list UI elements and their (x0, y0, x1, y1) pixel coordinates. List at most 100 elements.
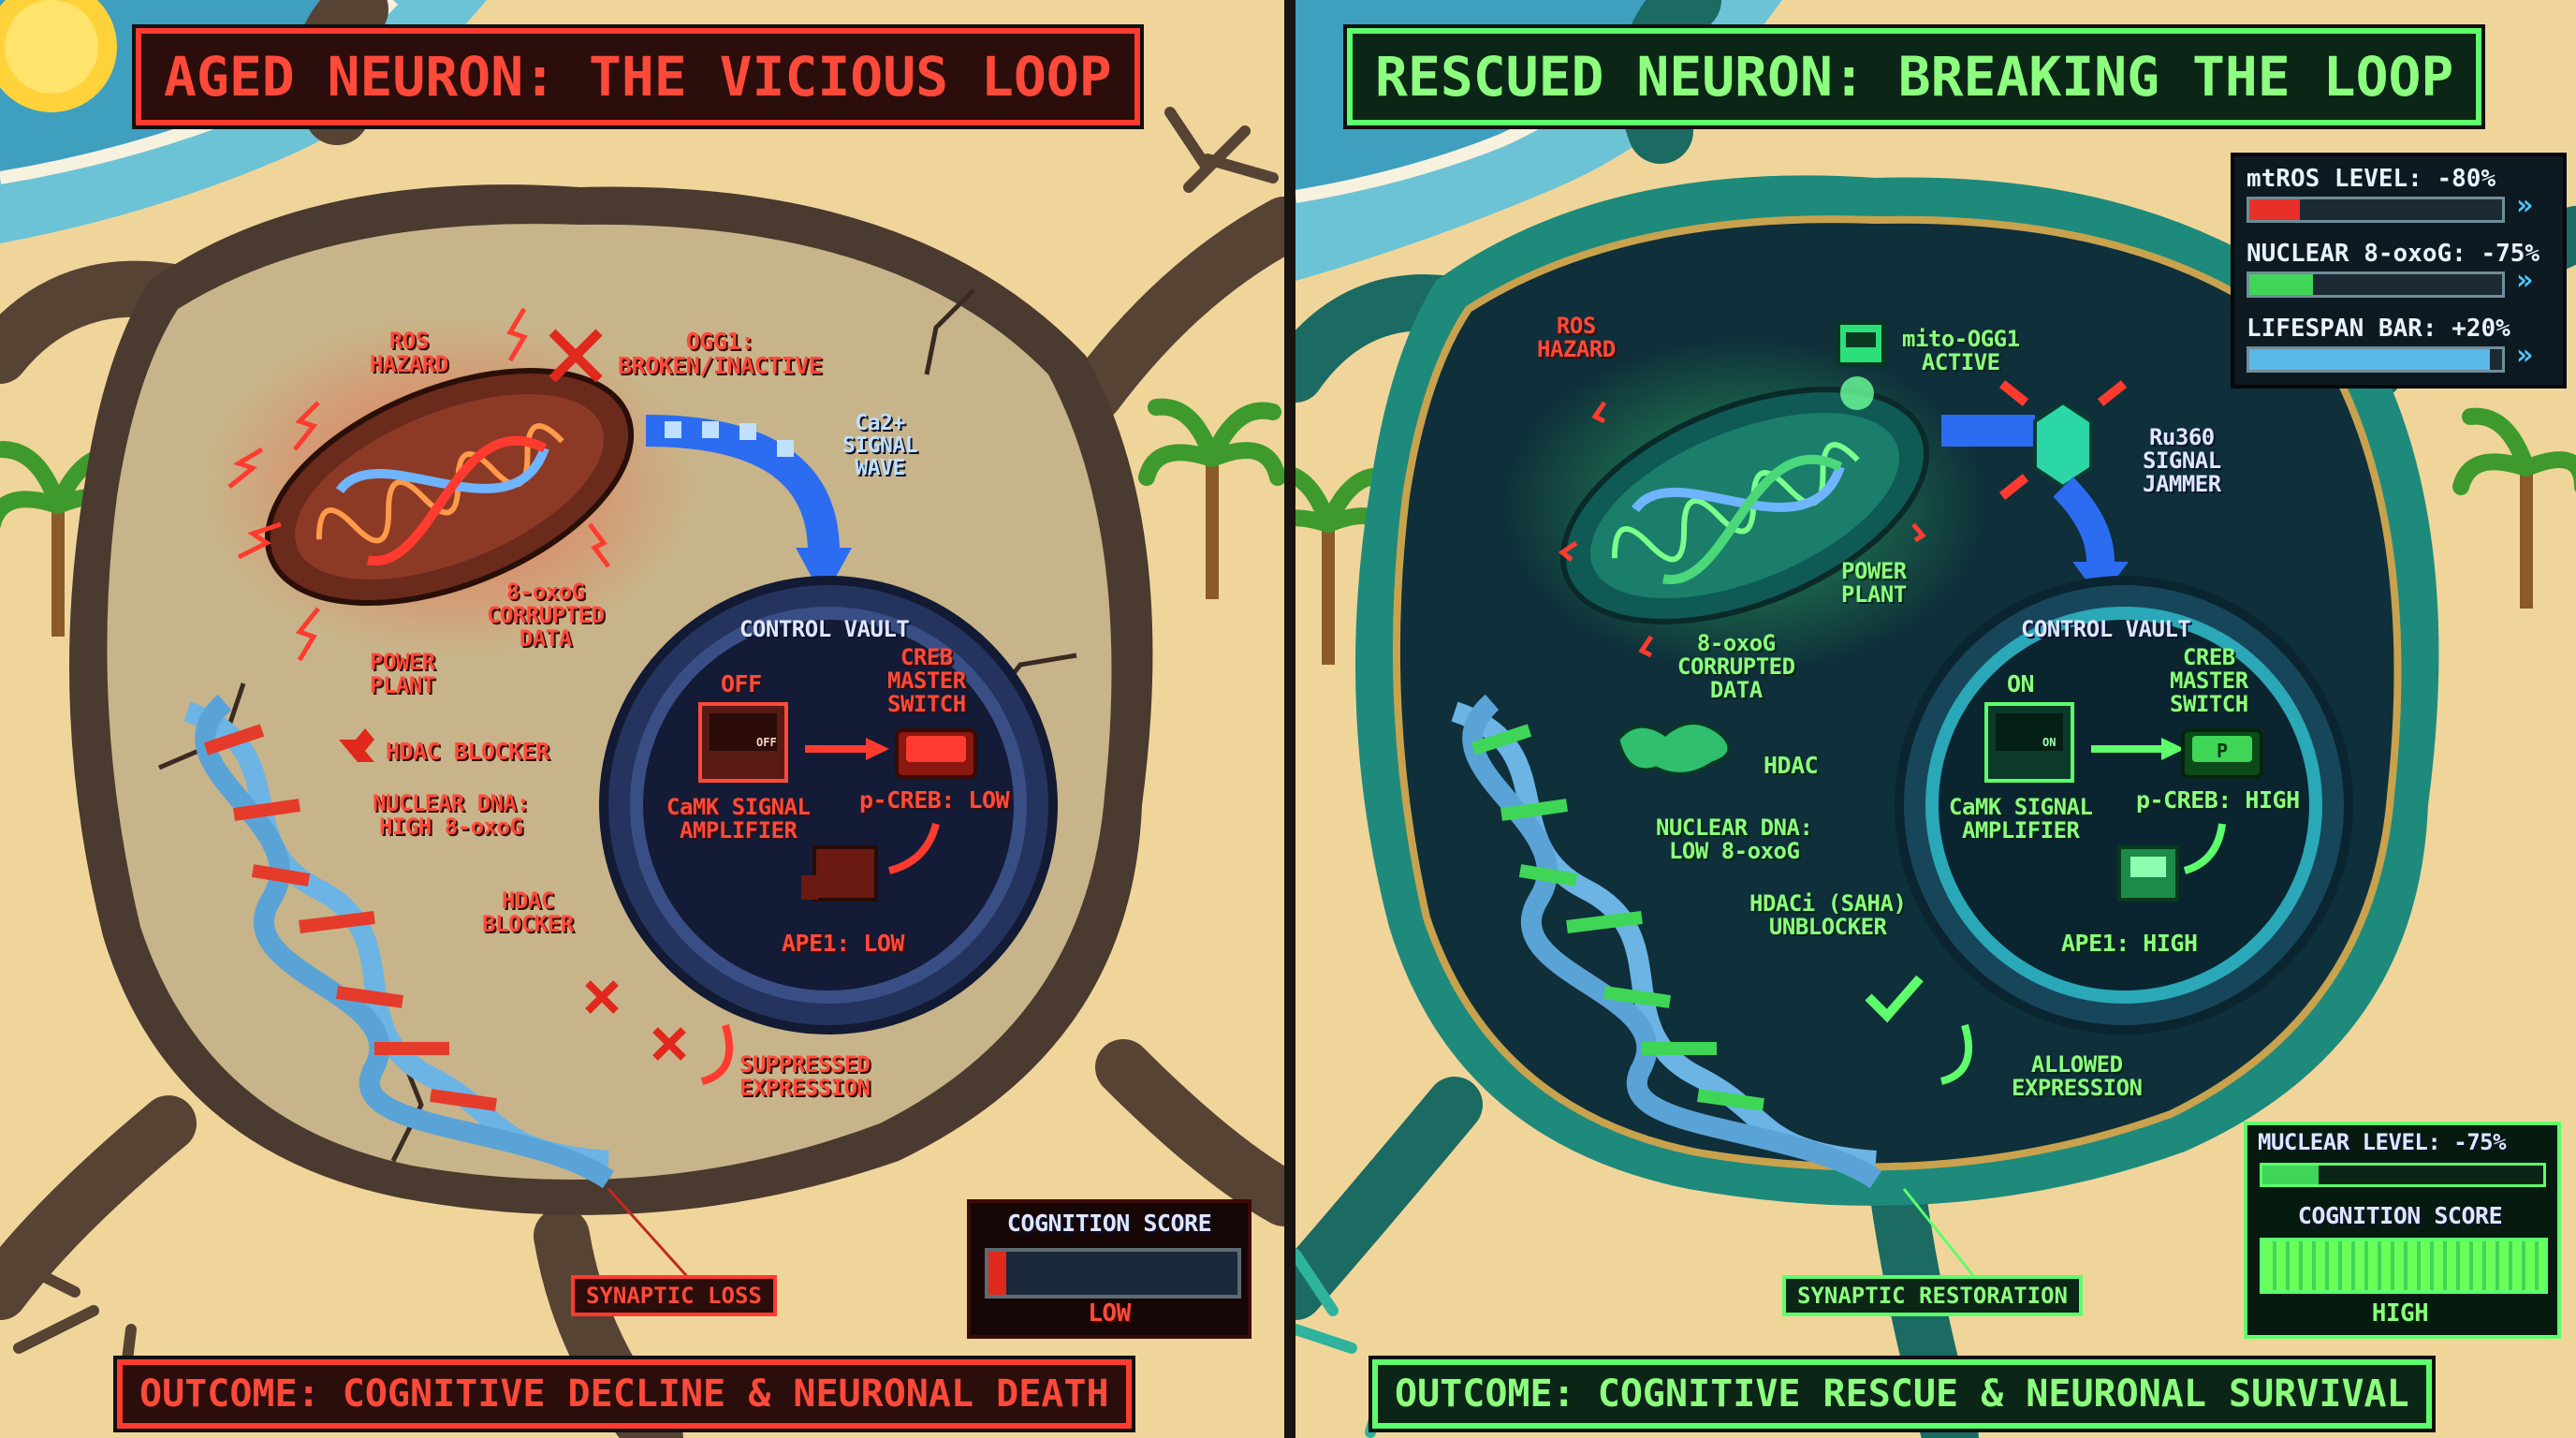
cognition-score-fill (2263, 1241, 2544, 1290)
hdac-blocker-x-icon (585, 980, 686, 1061)
control-vault-label: CONTROL VAULT (2021, 616, 2191, 642)
hdac-blocker-key-icon (339, 728, 374, 762)
camk-amplifier-label: CaMK SIGNAL AMPLIFIER (666, 794, 811, 844)
cognition-score-title: COGNITION SCORE (1006, 1210, 1212, 1237)
camk-amplifier-device: ON (1984, 702, 2074, 783)
double-chevron-icon: » (2516, 189, 2534, 222)
ros-hazard-label: ROS HAZARD (1537, 313, 1616, 363)
nuclear-dna-low-label: NUCLEAR DNA: LOW 8-oxoG (1656, 814, 1813, 865)
hud-stat-label: NUCLEAR 8-oxoG: -75% (2247, 240, 2540, 268)
palm-tree-icon (1138, 398, 1284, 599)
nuclear-level-label: MUCLEAR LEVEL: -75% (2258, 1129, 2507, 1155)
on-status-label: ON (2007, 670, 2035, 697)
allowed-expression-label: ALLOWED EXPRESSION (2012, 1051, 2143, 1102)
nuclear-dna-helix (1451, 694, 1882, 1189)
nuclear-dna-helix (183, 694, 615, 1189)
ca-signal-label: Ca2+ SIGNAL WAVE (842, 411, 918, 481)
cognition-level-high: HIGH (2371, 1299, 2429, 1328)
mitochondrion-power-plant (1559, 387, 1930, 624)
hud-stat-fill (2249, 199, 2300, 220)
hdac-blocker-key-label: HDAC BLOCKER (386, 738, 549, 765)
hud-stat-row: NUCLEAR 8-oxoG: -75%» (2247, 240, 2551, 307)
cognition-score-panel (2244, 1122, 2561, 1339)
hud-stat-bar (2247, 271, 2505, 298)
hud-stats-panel: mtROS LEVEL: -80%»NUCLEAR 8-oxoG: -75%»L… (2237, 159, 2560, 382)
ogg1-broken-x-icon (549, 329, 603, 383)
aged-outcome-text: OUTCOME: COGNITIVE DECLINE & NEURONAL DE… (139, 1372, 1109, 1416)
hud-stat-label: LIFESPAN BAR: +20% (2247, 315, 2510, 343)
aged-neuron-panel: OFF (0, 0, 1284, 1438)
rescued-outcome-text: OUTCOME: COGNITIVE RESCUE & NEURONAL SUR… (1395, 1372, 2409, 1416)
creb-switch-p-glyph: P (2217, 740, 2228, 762)
power-plant-label: POWER PLANT (370, 649, 435, 699)
cognition-score-fill (988, 1252, 1006, 1295)
nuclear-level-bar (2260, 1163, 2546, 1187)
hud-stat-fill (2249, 274, 2313, 295)
check-mark-icon (1865, 975, 1924, 1023)
power-plant-label: POWER PLANT (1841, 558, 1907, 609)
camk-amplifier-label: CaMK SIGNAL AMPLIFIER (1949, 794, 2093, 844)
double-chevron-icon: » (2516, 339, 2534, 372)
ca-signal-wave-arrow (645, 415, 852, 599)
rescued-neuron-illustration: ON P (1295, 0, 2576, 1438)
cognition-score-bar (2260, 1238, 2548, 1294)
suppressed-arrow (700, 1023, 734, 1085)
creb-switch-button: P (2181, 728, 2263, 779)
ru360-jammer-label: Ru360 SIGNAL JAMMER (2143, 424, 2221, 498)
oxog-corrupted-label: 8-oxoG CORRUPTED DATA (487, 579, 605, 653)
oxog-corrupted-label: 8-oxoG CORRUPTED DATA (1677, 630, 1795, 704)
ros-hazard-bolts (227, 307, 610, 662)
arrow-to-ape1 (2183, 823, 2226, 874)
nuclear-level-fill (2262, 1166, 2319, 1184)
rescued-outcome-banner: OUTCOME: COGNITIVE RESCUE & NEURONAL SUR… (1372, 1359, 2432, 1429)
off-status-label: OFF (721, 670, 762, 697)
cognition-score-bar (985, 1248, 1241, 1299)
suppressed-expression-label: SUPPRESSED EXPRESSION (739, 1051, 871, 1102)
ape1-low-label: APE1: LOW (782, 930, 904, 957)
rescued-title-text: RESCUED NEURON: BREAKING THE LOOP (1375, 45, 2454, 109)
double-chevron-icon: » (2516, 264, 2534, 297)
hud-stat-row: mtROS LEVEL: -80% » (2247, 165, 2551, 232)
hdac-enzyme-icon (1617, 722, 1731, 775)
creb-switch-button (895, 728, 977, 779)
hdac-blocker-label: HDAC BLOCKER (482, 888, 574, 938)
synaptic-pointer-line (1902, 1188, 1981, 1284)
aged-panel-title: AGED NEURON: THE VICIOUS LOOP (136, 28, 1140, 125)
hdaci-unblocker-label: HDACi (SAHA) UNBLOCKER (1749, 890, 1907, 941)
camk-off-readout: OFF (756, 736, 777, 749)
hud-stat-label: mtROS LEVEL: -80% (2247, 165, 2496, 193)
ros-hazard-label: ROS HAZARD (370, 328, 448, 378)
ape1-high-label: APE1: HIGH (2061, 930, 2198, 957)
hud-stat-row: LIFESPAN BAR: +20%» (2247, 315, 2551, 382)
mitochondrion-power-plant (264, 368, 635, 606)
rescued-neuron-panel: ON P (1295, 0, 2576, 1438)
aged-title-text: AGED NEURON: THE VICIOUS LOOP (164, 45, 1112, 109)
palm-tree-icon (2452, 407, 2576, 609)
camk-on-readout: ON (2042, 736, 2056, 749)
synaptic-restoration-tag: SYNAPTIC RESTORATION (1782, 1275, 2083, 1316)
cognition-score-title: COGNITION SCORE (2297, 1202, 2503, 1229)
cognition-level-low: LOW (1088, 1299, 1131, 1328)
panel-divider (1284, 0, 1295, 1438)
ru360-jammer-cube (1941, 380, 2129, 599)
arrow-to-ape1 (887, 822, 940, 874)
mito-ogg1-active-label: mito-OGG1 ACTIVE (1902, 326, 2020, 376)
synaptic-pointer-line (607, 1187, 695, 1284)
creb-master-switch-label: CREB MASTER SWITCH (2170, 644, 2248, 718)
camk-amplifier-device: OFF (698, 702, 788, 783)
ogg1-broken-label: OGG1: BROKEN/INACTIVE (618, 328, 823, 380)
hud-stat-fill (2249, 349, 2490, 370)
sun-icon (0, 0, 117, 112)
mito-ogg1-robot-icon (1837, 321, 1885, 410)
ape1-robot-icon (801, 845, 878, 902)
aged-outcome-banner: OUTCOME: COGNITIVE DECLINE & NEURONAL DE… (117, 1359, 1132, 1429)
ros-hazard-sparks (1558, 401, 1926, 658)
hud-stat-bar (2247, 197, 2505, 223)
pcreb-high-label: p-CREB: HIGH (2136, 786, 2300, 814)
control-vault-label: CONTROL VAULT (739, 616, 910, 642)
ape1-robot-icon (2117, 845, 2179, 902)
hud-stat-bar (2247, 346, 2505, 373)
rescued-panel-title: RESCUED NEURON: BREAKING THE LOOP (1347, 28, 2482, 125)
creb-master-switch-label: CREB MASTER SWITCH (887, 644, 966, 718)
synaptic-loss-tag: SYNAPTIC LOSS (571, 1275, 777, 1316)
